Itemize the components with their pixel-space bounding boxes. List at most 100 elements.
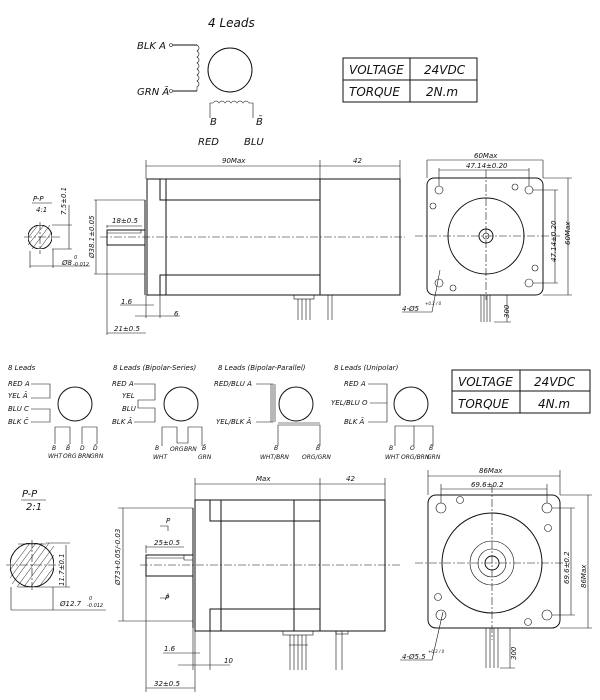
w8s-lead-label: YEL: [122, 392, 135, 400]
rotor-icon: [207, 47, 253, 93]
spec1-torque-label: TORQUE: [349, 85, 400, 99]
m1-hole-spacing-v: 47.14±0.20: [550, 220, 558, 262]
w8s-lead-label: B: [155, 445, 159, 452]
w8s-lead-label: BLU: [122, 405, 136, 413]
m2-lead-len: 300: [510, 646, 518, 660]
w8s-lead-label: B̄: [202, 445, 206, 452]
m2-holes: 4-Ø5.5: [402, 653, 426, 661]
w8s-lead-label: BLK Ā: [112, 417, 133, 426]
w8s-title: 8 Leads (Bipolar-Series): [113, 364, 196, 372]
spec-table-2: VOLTAGE 24VDC TORQUE 4N.m: [451, 369, 591, 414]
w8u-color-label: ORG/BRN: [401, 454, 430, 461]
m1-length-max: 90Max: [222, 157, 246, 165]
m2-pilot-len: 10: [224, 657, 233, 665]
m2-rear-len: 42: [346, 475, 355, 483]
w8s-color-label: ORG: [170, 446, 184, 453]
w8-lead-label: D̄: [93, 445, 98, 452]
m2-section-mark-bottom: P: [165, 594, 170, 602]
mounting-hole-icon: [435, 502, 553, 621]
m1-rear-len: 42: [353, 157, 362, 165]
m2-section-title: P-P: [22, 489, 38, 500]
w8u-lead-label: BLK Ā: [344, 417, 365, 426]
w8-lead-label: YEL Ā: [8, 391, 28, 400]
coil-a-icon: [196, 44, 200, 91]
w8s-color-label: BRN: [184, 446, 197, 453]
w8u-color-label: WHT: [385, 454, 400, 461]
m1-hole-spacing-h: 47.14±0.20: [466, 162, 508, 170]
w8p-lead-label: YEL/BLK Ā: [216, 417, 251, 426]
spec2-torque-label: TORQUE: [458, 397, 509, 411]
w8s-color-label: GRN: [198, 454, 212, 461]
wiring-8-leads: 8 Leads RED A YEL Ā BLU C BLK C̄ B B̄ D …: [8, 364, 104, 460]
w8p-lead-label: B̄: [316, 445, 320, 452]
w8-title: 8 Leads: [8, 364, 36, 372]
w8u-lead-label: RED A: [344, 380, 366, 388]
m1-pilot-len: 6: [174, 310, 179, 318]
m2-height-max: 86Max: [580, 564, 588, 588]
m2-section-scale: 2:1: [26, 502, 42, 513]
wiring-4-blk-label: BLK A: [137, 41, 166, 52]
motor-2-side-view: P P Max 42 Ø73+0.05/-0.03 25±0.5 1.6 10 …: [114, 475, 400, 692]
spec2-voltage-value: 24VDC: [534, 375, 576, 389]
w8-lead-label: B: [52, 445, 56, 452]
spec1-voltage-label: VOLTAGE: [349, 63, 404, 77]
wiring-4-bbar: B̄: [256, 115, 263, 128]
w8p-lead-label: B: [274, 445, 278, 452]
w8u-lead-label: O: [410, 445, 415, 452]
w8-lead-label: RED A: [8, 380, 30, 388]
screw-icon: [429, 183, 539, 292]
m1-flat-dim: 7.5±0.1: [60, 187, 68, 215]
m2-flange-thk: 1.6: [164, 645, 176, 653]
mounting-hole-icon: [434, 185, 534, 288]
m1-shaft-dia: Ø8: [61, 259, 73, 267]
w8-lead-label: D: [80, 445, 85, 452]
m1-section-title: P-P: [33, 195, 44, 203]
m2-shaft-len: 32±0.5: [154, 680, 180, 688]
spec2-torque-value: 4N.m: [538, 397, 570, 411]
w8p-lead-label: RED/BLU A: [214, 380, 252, 388]
m2-shaft-tol-lower: -0.012: [87, 603, 103, 609]
w8-color-label: GRN: [90, 453, 104, 460]
motor-2-section-view: P-P 2:1 11.7±0.1 Ø12.7 0 -0.012: [6, 489, 106, 611]
m2-length-max: Max: [256, 475, 271, 483]
m1-shaft-tol-lower: -0.012: [73, 262, 89, 268]
wiring-4-red: RED: [198, 137, 219, 148]
w8u-color-label: GRN: [427, 454, 441, 461]
motor-2-front-view: 86Max 69.6±0.2 69.6±0.2 86Max 4-Ø5.5 +0.…: [400, 467, 592, 669]
m1-section-scale: 4:1: [36, 206, 47, 214]
motor-1-side-view: 90Max 42 Ø38.1±0.05 18±0.5 1.6 6 21±0.5: [88, 157, 405, 335]
w8-color-label: ORG: [63, 453, 77, 460]
m1-shaft-len: 21±0.5: [114, 325, 140, 333]
wiring-4-title: 4 Leads: [208, 16, 255, 30]
w8p-color-label: ORG/GRN: [302, 454, 331, 461]
screw-icon: [434, 496, 552, 626]
w8u-lead-label: B: [389, 445, 393, 452]
w8u-lead-label: B̄: [429, 445, 433, 452]
m1-flat-len: 18±0.5: [112, 217, 138, 225]
wiring-8-leads-bipolar-parallel: 8 Leads (Bipolar-Parallel) RED/BLU A YEL…: [214, 364, 331, 461]
w8p-color-label: WHT/BRN: [260, 454, 289, 461]
m2-hole-spacing-v: 69.6±0.2: [563, 551, 571, 584]
w8-lead-label: BLU C: [8, 405, 29, 413]
m1-flange-thk: 1.6: [121, 298, 133, 306]
m1-pilot-dia: Ø38.1±0.05: [88, 215, 96, 259]
m2-shaft-tol-upper: 0: [89, 596, 92, 602]
motor-1-section-view: P-P 4:1 7.5±0.1 Ø8 0 -0.012: [24, 187, 90, 268]
m1-width-max: 60Max: [474, 152, 498, 160]
motor-1-front-view: 60Max 47.14±0.20 47.14±0.20 60Max 4-Ø5 +…: [402, 152, 572, 323]
spec1-voltage-value: 24VDC: [424, 63, 466, 77]
m2-flat-dim: 11.7±0.1: [58, 553, 66, 586]
w8s-lead-label: RED A: [112, 380, 134, 388]
w8-lead-label: B̄: [66, 445, 70, 452]
spec2-voltage-label: VOLTAGE: [458, 375, 513, 389]
m1-holes: 4-Ø5: [402, 305, 419, 313]
wiring-4-grn-label: GRN Ā: [137, 85, 169, 98]
m1-holes-tol: +0.3 / 0: [425, 301, 442, 306]
wiring-8-leads-unipolar: 8 Leads (Unipolar) RED A YEL/BLU O BLK Ā…: [331, 364, 441, 461]
w8s-color-label: WHT: [153, 454, 168, 461]
wiring-diagram-4-leads: 4 Leads BLK A GRN Ā B B̄ RED BLU: [137, 16, 264, 148]
m2-width-max: 86Max: [479, 467, 503, 475]
w8u-title: 8 Leads (Unipolar): [334, 364, 399, 372]
spec1-torque-value: 2N.m: [426, 85, 458, 99]
